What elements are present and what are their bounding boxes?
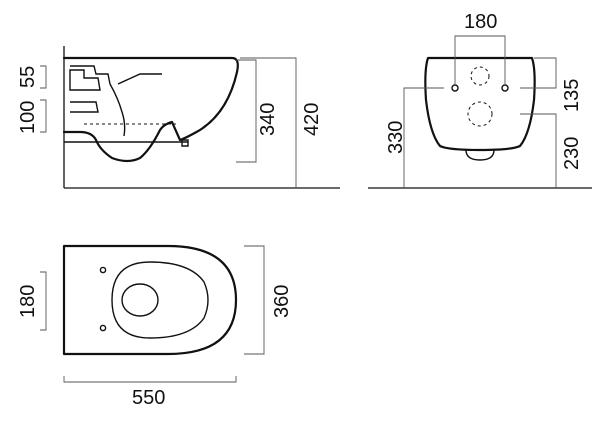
dim-bracket-360 [244, 245, 265, 355]
side-view-rim-detail [117, 73, 162, 85]
dim-label-55: 55 [17, 66, 39, 88]
dim-label-135: 135 [561, 79, 583, 112]
side-view-flush-inlet [69, 69, 101, 91]
dim-bracket-420 [240, 57, 297, 188]
side-view-outlet-marker [181, 139, 189, 147]
dim-label-330: 330 [385, 121, 407, 154]
top-view-drain [121, 283, 159, 317]
front-view-outlet [465, 149, 495, 161]
side-view-outlet-pipe [70, 101, 99, 113]
dim-bracket-340 [236, 59, 257, 163]
dim-label-top-180: 180 [17, 285, 39, 318]
dim-bracket-230 [520, 113, 557, 188]
side-view-bowl-outline [62, 56, 239, 163]
dim-label-front-180: 180 [464, 11, 497, 33]
top-view-fixing-hole-top [99, 266, 107, 274]
top-view: 180 360 550 [17, 244, 293, 409]
dim-label-340: 340 [257, 103, 279, 136]
dim-label-550: 550 [132, 387, 165, 409]
front-view-body-outline [424, 56, 536, 152]
dim-label-100: 100 [17, 101, 39, 134]
top-view-fixing-hole-bottom [99, 324, 107, 332]
dim-bracket-330 [403, 87, 444, 188]
front-view-inlet-circle [470, 66, 490, 86]
top-view-bowl-opening [111, 261, 209, 339]
front-view-outlet-circle [467, 101, 493, 127]
dim-bracket-135 [520, 57, 557, 89]
side-view: 55 100 340 420 [17, 46, 340, 189]
dim-label-230: 230 [561, 137, 583, 170]
dim-bracket-550 [63, 376, 237, 383]
dim-bracket-55 [40, 65, 47, 89]
top-view-outer-outline [62, 244, 238, 356]
dim-label-360: 360 [271, 285, 293, 318]
dim-bracket-front-180 [454, 35, 506, 86]
dim-bracket-100 [40, 99, 47, 133]
dim-bracket-top-180 [40, 271, 47, 331]
front-view: 180 330 135 230 [368, 11, 592, 189]
dim-label-420: 420 [301, 103, 323, 136]
side-view-inner-trap [70, 65, 126, 137]
